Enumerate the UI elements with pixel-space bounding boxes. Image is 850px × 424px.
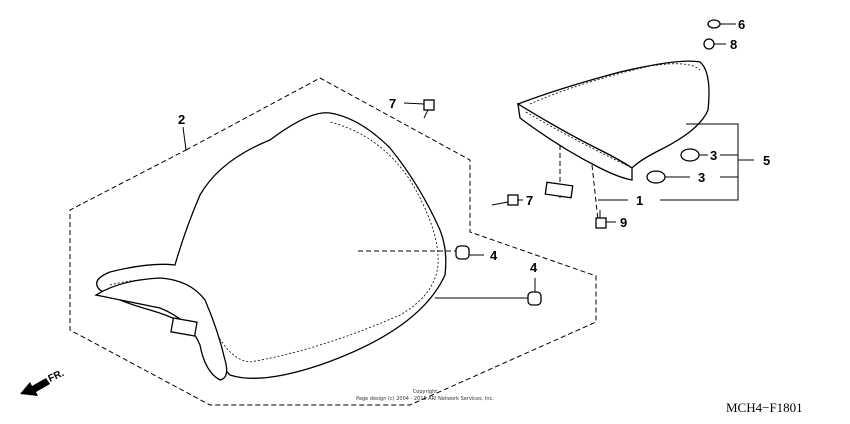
callout-screw-6: 6: [738, 17, 745, 32]
leader-2: [182, 126, 187, 151]
drawing-code: MCH4−F1801: [726, 400, 803, 415]
cushion-b[interactable]: [527, 291, 542, 306]
copyright-line-2: Page design (c) 2004 - 2015 ARI Network …: [356, 396, 494, 402]
seat-tab: [170, 317, 198, 337]
bracket-5: [660, 123, 739, 201]
leader-7-top: [403, 102, 425, 105]
callout-cushion-a: 4: [490, 248, 498, 263]
bolt-9[interactable]: [595, 210, 607, 229]
callout-rear-seat-set: 5: [763, 153, 770, 168]
washer-8[interactable]: [703, 38, 715, 50]
seat-group-outline: [69, 77, 597, 406]
cushion-a[interactable]: [455, 245, 470, 260]
callout-washer-8: 8: [730, 37, 737, 52]
rear-seat[interactable]: [516, 60, 710, 181]
rubber-upper[interactable]: [680, 148, 700, 162]
callout-bolt-7-top: 7: [389, 96, 396, 111]
bolt-7-top[interactable]: [423, 99, 435, 119]
rear-tab: [544, 181, 574, 199]
bolt-7-mid[interactable]: [491, 194, 519, 206]
callout-rubber-lower: 3: [698, 170, 705, 185]
callout-bolt-9: 9: [620, 215, 627, 230]
copyright-line-1: Copyright: [413, 389, 437, 395]
callout-rear-seat-assy: 1: [636, 193, 643, 208]
callout-rubber-upper: 3: [710, 148, 717, 163]
rubber-lower[interactable]: [646, 170, 666, 184]
front-marker-label: FR.: [47, 368, 66, 385]
callout-seat: 2: [178, 112, 185, 127]
screw-6[interactable]: [707, 19, 721, 29]
callout-cushion-b: 4: [530, 260, 538, 275]
main-seat[interactable]: [94, 112, 447, 381]
rear-leader-b: [591, 164, 599, 221]
callout-bolt-7-mid: 7: [526, 193, 533, 208]
front-direction-arrow-icon: [20, 378, 50, 396]
